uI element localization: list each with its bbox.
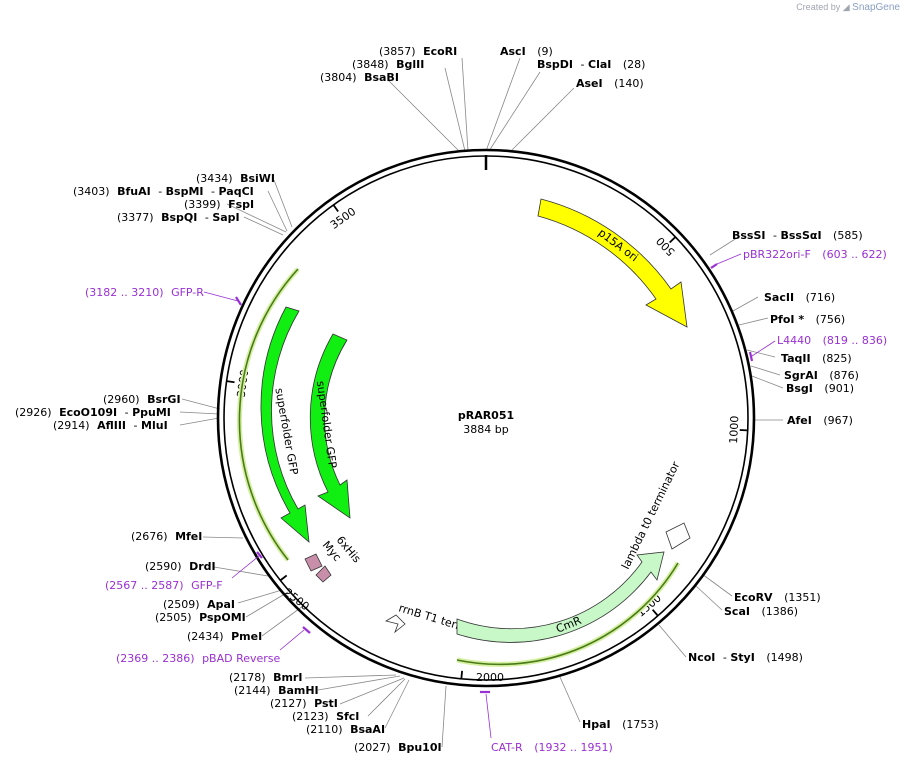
snapgene-credit: Created by ◢ SnapGene <box>796 2 900 13</box>
primer-gfp-r: (3182 .. 3210) GFP-R <box>85 286 204 299</box>
site-sacii: SacII (716) <box>764 291 835 304</box>
site-pmei: (2434) PmeI <box>187 630 262 643</box>
primer-cat-r: CAT-R (1932 .. 1951) <box>491 741 613 754</box>
primer-mark-pbad <box>302 626 311 634</box>
site-ecori: (3857) EcoRI <box>379 45 457 58</box>
scale-ticks: 500 1000 1500 3000 3500 2000 2500 <box>226 204 748 684</box>
tick-1000: 1000 <box>727 415 748 444</box>
site-bsaai: (2110) BsaAI <box>306 723 385 736</box>
site-bsabi: (3804) BsaBI <box>320 71 399 84</box>
site-drdi: (2590) DrdI <box>145 560 216 573</box>
primer-pbad-reverse: (2369 .. 2386) pBAD Reverse <box>116 652 281 665</box>
myc-tag <box>304 553 323 572</box>
site-apai: (2509) ApaI <box>163 598 235 611</box>
site-fspi: (3399) FspI <box>184 198 254 211</box>
site-bsssi: BssSI - BssSαI (585) <box>732 229 863 242</box>
tick-2500 <box>279 574 288 582</box>
tick-500: 500 <box>654 234 678 258</box>
restriction-sites: (3857) EcoRI (3848) BglII (3804) BsaBI A… <box>15 45 863 754</box>
site-bsgi: BsgI (901) <box>786 382 854 395</box>
primer-leader-lines <box>203 253 776 739</box>
site-scai: ScaI (1386) <box>724 605 798 618</box>
lambda-t0-arrow <box>665 522 691 550</box>
cmr-primer-line <box>456 562 679 666</box>
site-bamhi: (2144) BamHI <box>234 684 319 697</box>
site-mfei: (2676) MfeI <box>131 530 202 543</box>
sfgfp-outer-arrow <box>260 306 310 543</box>
site-bspdi-clai: BspDI - ClaI (28) <box>537 58 645 71</box>
sfgfp-inner-arrow <box>309 333 351 519</box>
primer-labels: pBR322ori-F (603 .. 622) L4440 (819 .. 8… <box>85 248 887 754</box>
tick-2000 <box>460 670 463 679</box>
plasmid-length: 3884 bp <box>463 423 508 436</box>
site-taqii: TaqII (825) <box>781 352 852 365</box>
his-tag <box>315 565 332 583</box>
site-afei: AfeI (967) <box>787 414 853 427</box>
site-ecorv: EcoRV (1351) <box>734 591 821 604</box>
site-leader-lines <box>179 57 784 748</box>
site-bsrgi: (2960) BsrGI <box>103 393 181 406</box>
site-afliii-mlui: (2914) AflIII - MluI <box>53 419 168 432</box>
site-asei: AseI (140) <box>576 77 644 90</box>
primer-l4440: L4440 (819 .. 836) <box>777 334 887 347</box>
site-bglii: (3848) BglII <box>352 58 424 71</box>
rrnb-terminator-arrow <box>384 614 406 634</box>
p15a-ori-arrow <box>537 198 688 328</box>
site-psti: (2127) PstI <box>270 697 338 710</box>
primer-mark-pbr322 <box>710 263 718 269</box>
site-bmri: (2178) BmrI <box>229 671 302 684</box>
primer-mark-gfp-r <box>235 296 242 306</box>
site-asci: AscI (9) <box>500 45 553 58</box>
credit-prefix: Created by <box>796 2 841 12</box>
backbone-outer-ring <box>216 148 756 688</box>
tick-label-3500: 3500 <box>328 205 358 232</box>
gfp-primer-line <box>238 268 299 561</box>
site-ecoo109i-ppumi: (2926) EcoO109I - PpuMI <box>15 406 171 419</box>
tick-label-2000: 2000 <box>476 671 504 684</box>
site-bpu10i: (2027) Bpu10I <box>354 741 442 754</box>
site-hpai: HpaI (1753) <box>582 718 659 731</box>
primer-mark-l4440 <box>748 351 754 362</box>
cmr-arrow <box>456 551 665 643</box>
site-sgrai: SgrAI (876) <box>784 369 859 382</box>
site-bspqi-sapi: (3377) BspQI - SapI <box>117 211 240 224</box>
site-bfuai-group: (3403) BfuAI - BspMI - PaqCI <box>73 185 254 198</box>
credit-brand: SnapGene <box>852 2 900 13</box>
primer-pbr322ori-f: pBR322ori-F (603 .. 622) <box>743 248 887 261</box>
primer-marks <box>235 263 754 694</box>
site-pspomi: (2505) PspOMI <box>155 611 246 624</box>
snapgene-logo-icon: ◢ <box>842 2 850 12</box>
site-sfci: (2123) SfcI <box>292 710 359 723</box>
tick-label-1000: 1000 <box>727 415 741 444</box>
plasmid-name: pRAR051 <box>458 409 514 422</box>
primer-mark-gfp-f <box>256 551 263 559</box>
site-bsiwi: (3434) BsiWI <box>196 172 275 185</box>
site-ncoi-styi: NcoI - StyI (1498) <box>688 651 803 664</box>
site-pfoi: PfoI * (756) <box>770 313 845 326</box>
primer-gfp-f: (2567 .. 2587) GFP-F <box>105 579 223 592</box>
